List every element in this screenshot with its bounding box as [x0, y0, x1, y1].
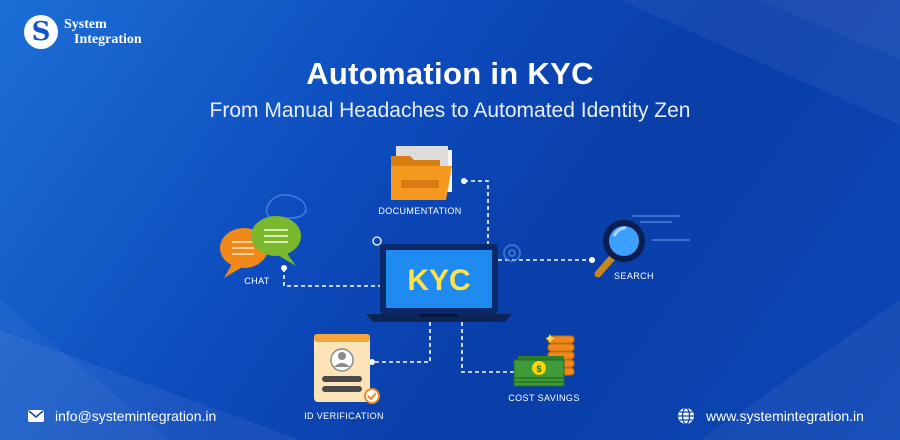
- label-documentation: DOCUMENTATION: [378, 206, 462, 216]
- kyc-screen-label: KYC: [407, 264, 470, 297]
- label-cost-savings: COST SAVINGS: [508, 393, 580, 403]
- folder-icon: [391, 146, 452, 200]
- brand-name: System Integration: [64, 17, 142, 47]
- label-id-verification: ID VERIFICATION: [304, 411, 384, 421]
- mail-icon: [28, 410, 44, 422]
- brand-name-line2: Integration: [74, 32, 142, 47]
- label-search: SEARCH: [614, 271, 654, 281]
- brand-name-line1: System: [64, 17, 107, 32]
- gear-icon: [503, 244, 521, 262]
- label-chat: CHAT: [244, 276, 270, 286]
- footer-website[interactable]: www.systemintegration.in: [706, 408, 864, 424]
- money-stack-icon: [513, 335, 575, 387]
- deco-ring: [372, 236, 382, 246]
- sparkle-icon: [545, 334, 555, 343]
- id-card-icon: [314, 334, 380, 404]
- brand-logo[interactable]: S System Integration: [24, 13, 174, 53]
- page-subtitle: From Manual Headaches to Automated Ident…: [209, 99, 691, 122]
- money-symbol: $: [536, 364, 541, 374]
- chat-icon: [220, 194, 307, 278]
- globe-icon: [678, 407, 694, 425]
- magnifier-icon: [594, 215, 690, 278]
- laptop-icon: [366, 244, 512, 322]
- logo-mark: S: [24, 15, 58, 49]
- footer-email[interactable]: info@systemintegration.in: [55, 408, 217, 424]
- page-title: Automation in KYC: [306, 56, 594, 91]
